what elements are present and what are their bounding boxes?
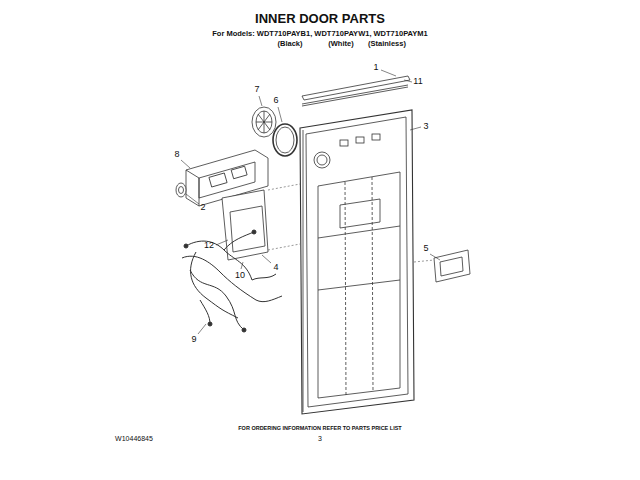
callout-number: 3 (423, 122, 428, 132)
page-number: 3 (318, 435, 322, 443)
leader-line (181, 70, 440, 334)
callout-number: 11 (413, 77, 422, 87)
color-name: (Black) (277, 40, 302, 48)
color-name: (White) (328, 40, 353, 48)
callout-number: 9 (191, 335, 196, 345)
callout-number: 7 (254, 85, 259, 95)
callout-number: 4 (273, 263, 278, 273)
document-number: W10446845 (115, 435, 153, 443)
callout-number: 2 (200, 203, 205, 213)
callout-number: 8 (174, 150, 179, 160)
color-name: (Stainless) (368, 40, 406, 48)
dispenser-plate (222, 184, 300, 260)
callout-number: 5 (423, 244, 428, 254)
door-trim-strip (302, 76, 410, 106)
callout-number: 6 (273, 96, 278, 106)
diagram-title: INNER DOOR PARTS (255, 12, 385, 26)
door-latch (414, 250, 470, 282)
footer-note: FOR ORDERING INFORMATION REFER TO PARTS … (238, 425, 401, 431)
model-list: For Models: WDT710PAYB1, WDT710PAYW1, WD… (212, 30, 427, 38)
gasket (273, 124, 297, 156)
callout-number: 10 (235, 271, 245, 281)
inner-door-panel (300, 110, 414, 414)
callout-number: 1 (373, 63, 378, 73)
callout-number: 12 (204, 241, 214, 251)
wire-harness (182, 230, 282, 332)
rinse-aid-cap (252, 107, 276, 137)
